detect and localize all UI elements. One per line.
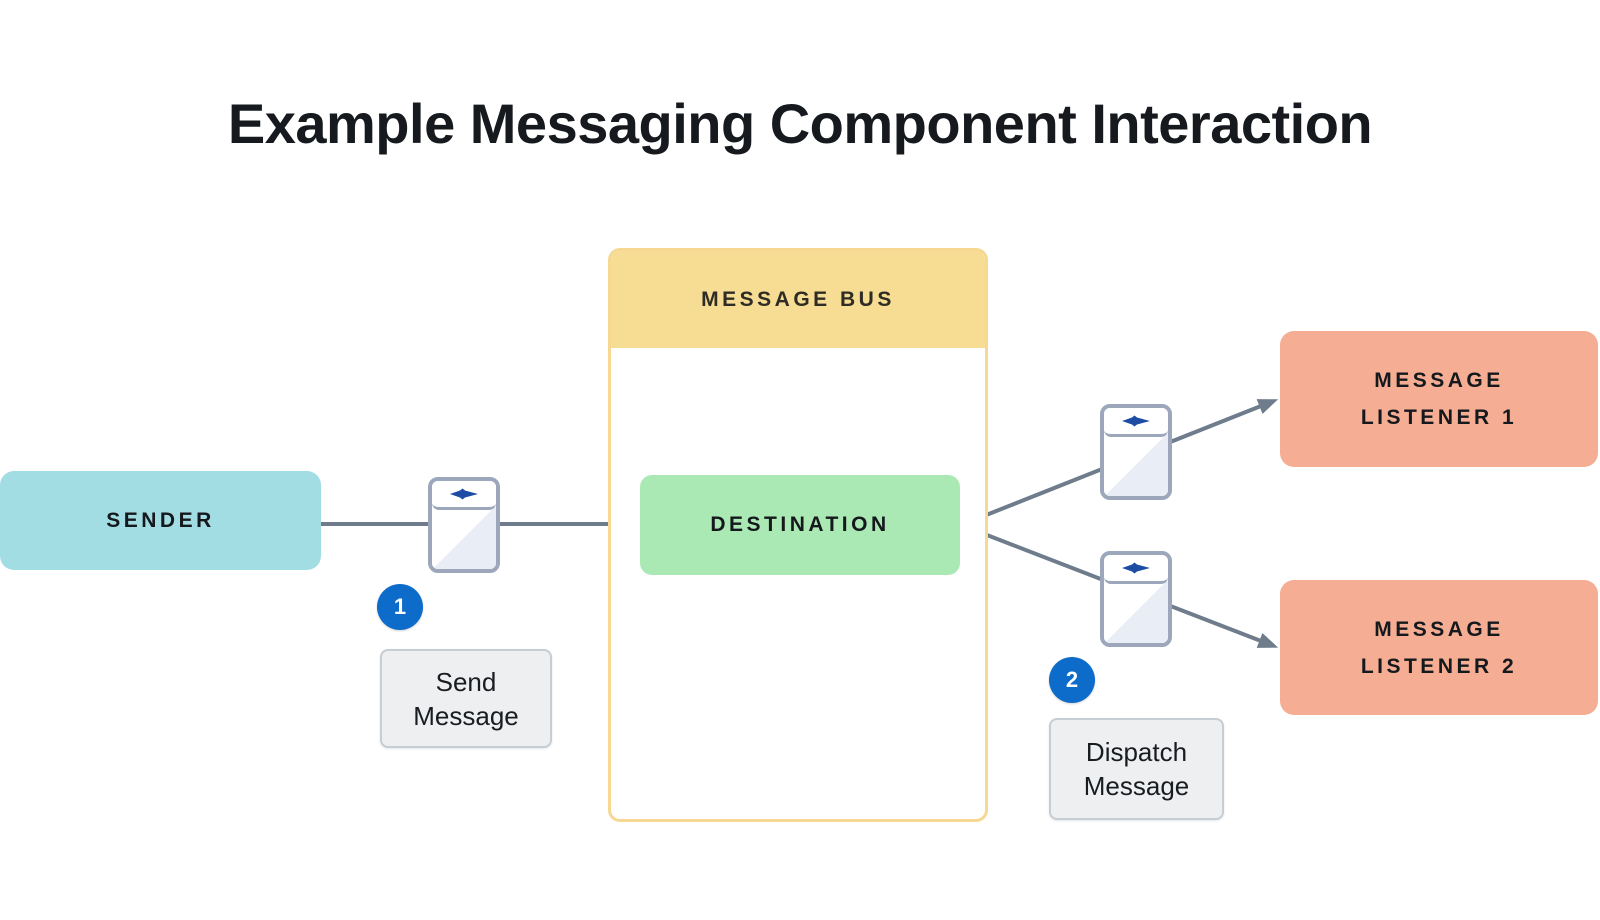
message-bus-header: MESSAGE BUS	[611, 251, 985, 348]
envelope-flap	[432, 481, 496, 510]
envelope-send-icon	[1100, 404, 1172, 500]
listener-2-label-line-1: MESSAGE	[1374, 617, 1504, 641]
step-2-badge: 2	[1049, 657, 1095, 703]
envelope-send-icon	[428, 477, 500, 573]
node-destination: DESTINATION	[640, 475, 960, 575]
step-1-label: Send Message	[413, 666, 519, 731]
listener-2-label-line-2: LISTENER 2	[1360, 654, 1518, 678]
step-1-badge: 1	[377, 584, 423, 630]
step-2-label-box: Dispatch Message	[1049, 718, 1224, 820]
node-message-listener-2: MESSAGE LISTENER 2	[1280, 580, 1598, 715]
envelope-body	[1104, 581, 1168, 643]
destination-label: DESTINATION	[710, 513, 890, 536]
send-glyph-icon	[1122, 415, 1150, 427]
envelope-flap	[1104, 408, 1168, 437]
envelope-flap	[1104, 555, 1168, 584]
listener-1-label-line-2: LISTENER 1	[1360, 406, 1518, 429]
sender-label: SENDER	[106, 508, 215, 532]
page-title: Example Messaging Component Interaction	[227, 92, 1373, 155]
send-glyph-icon	[1122, 562, 1150, 574]
listener-1-label-line-1: MESSAGE	[1374, 369, 1504, 392]
send-glyph-icon	[450, 488, 478, 500]
node-sender: SENDER	[0, 471, 321, 570]
step-1-label-box: Send Message	[380, 649, 552, 748]
step-2-number: 2	[1065, 667, 1079, 692]
envelope-body	[432, 507, 496, 569]
message-bus-label: MESSAGE BUS	[701, 287, 895, 311]
envelope-send-icon	[1100, 551, 1172, 647]
step-2-label: Dispatch Message	[1083, 737, 1190, 801]
envelope-body	[1104, 434, 1168, 496]
step-1-number: 1	[393, 594, 407, 619]
node-message-listener-1: MESSAGE LISTENER 1	[1280, 331, 1598, 467]
